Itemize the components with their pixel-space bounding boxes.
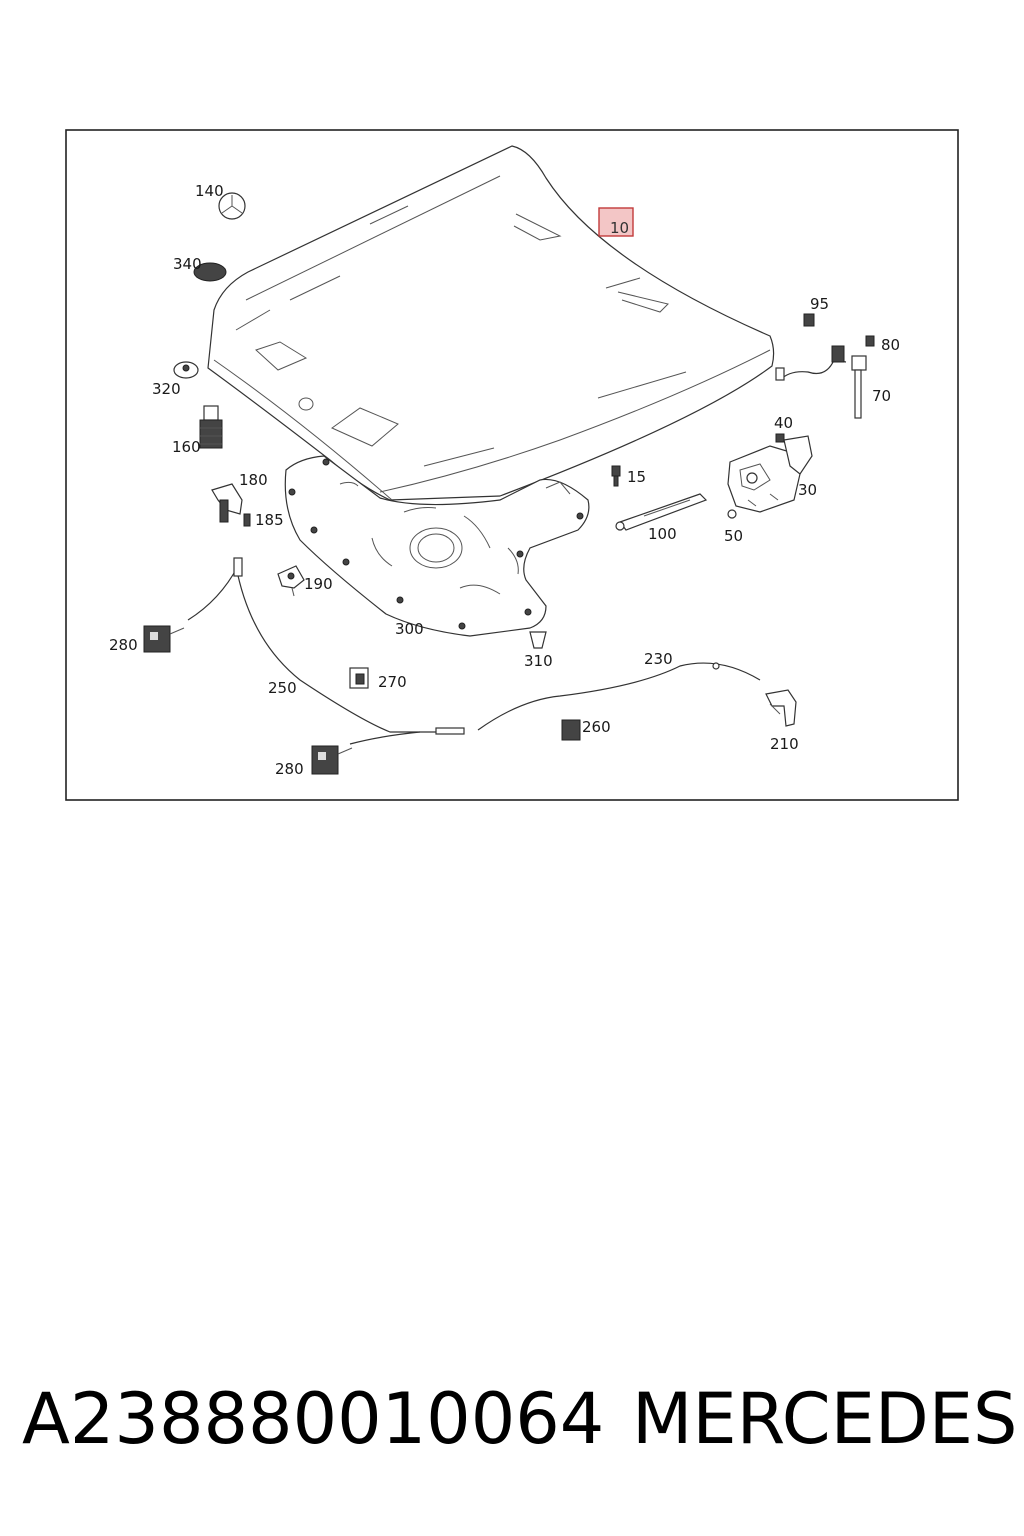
hood-insulation-pad	[284, 455, 590, 637]
label-300: 300	[395, 620, 424, 638]
label-320: 320	[152, 380, 181, 398]
release-cable-250	[187, 557, 465, 745]
label-140: 140	[195, 182, 224, 200]
release-handle-part	[765, 689, 797, 727]
cap-part	[173, 361, 199, 379]
label-40: 40	[774, 414, 793, 432]
label-260: 260	[582, 718, 611, 736]
latch-part-lower	[311, 745, 353, 775]
bump-stop-part	[199, 405, 223, 449]
cable-clip-part	[349, 667, 369, 689]
label-50: 50	[724, 527, 743, 545]
hood-lock-part	[727, 433, 813, 519]
hood-sensor-part	[775, 313, 875, 419]
diagram-frame	[65, 129, 959, 801]
star-emblem-part	[218, 192, 246, 220]
cable-holder-part	[561, 719, 581, 741]
label-310: 310	[524, 652, 553, 670]
label-210: 210	[770, 735, 799, 753]
label-15: 15	[627, 468, 646, 486]
label-80: 80	[881, 336, 900, 354]
label-10: 10	[610, 219, 629, 237]
bracket-part	[211, 483, 251, 527]
label-160: 160	[172, 438, 201, 456]
label-190: 190	[304, 575, 333, 593]
grommet-part	[193, 262, 227, 282]
bolt-15-part	[611, 465, 621, 487]
hood-panel	[207, 145, 775, 501]
label-100: 100	[648, 525, 677, 543]
label-270: 270	[378, 673, 407, 691]
label-95: 95	[810, 295, 829, 313]
label-30: 30	[798, 481, 817, 499]
part-10-highlight-box	[598, 207, 634, 237]
release-cable-230	[477, 662, 761, 731]
brand-text: MERCEDES	[632, 1378, 1018, 1460]
parts-diagram: 10 15 30 40 50 70 80 95 100 140 160 180 …	[65, 129, 959, 801]
label-340: 340	[173, 255, 202, 273]
label-280-upper: 280	[109, 636, 138, 654]
label-180: 180	[239, 471, 268, 489]
latch-part-upper	[143, 625, 185, 653]
gas-strut-part	[615, 493, 708, 531]
label-230: 230	[644, 650, 673, 668]
label-250: 250	[268, 679, 297, 697]
part-number-text: A238880010064	[22, 1378, 605, 1460]
retainer-clip-part	[529, 631, 547, 649]
label-280-lower: 280	[275, 760, 304, 778]
label-185: 185	[255, 511, 284, 529]
clip-part	[277, 565, 305, 597]
label-70: 70	[872, 387, 891, 405]
